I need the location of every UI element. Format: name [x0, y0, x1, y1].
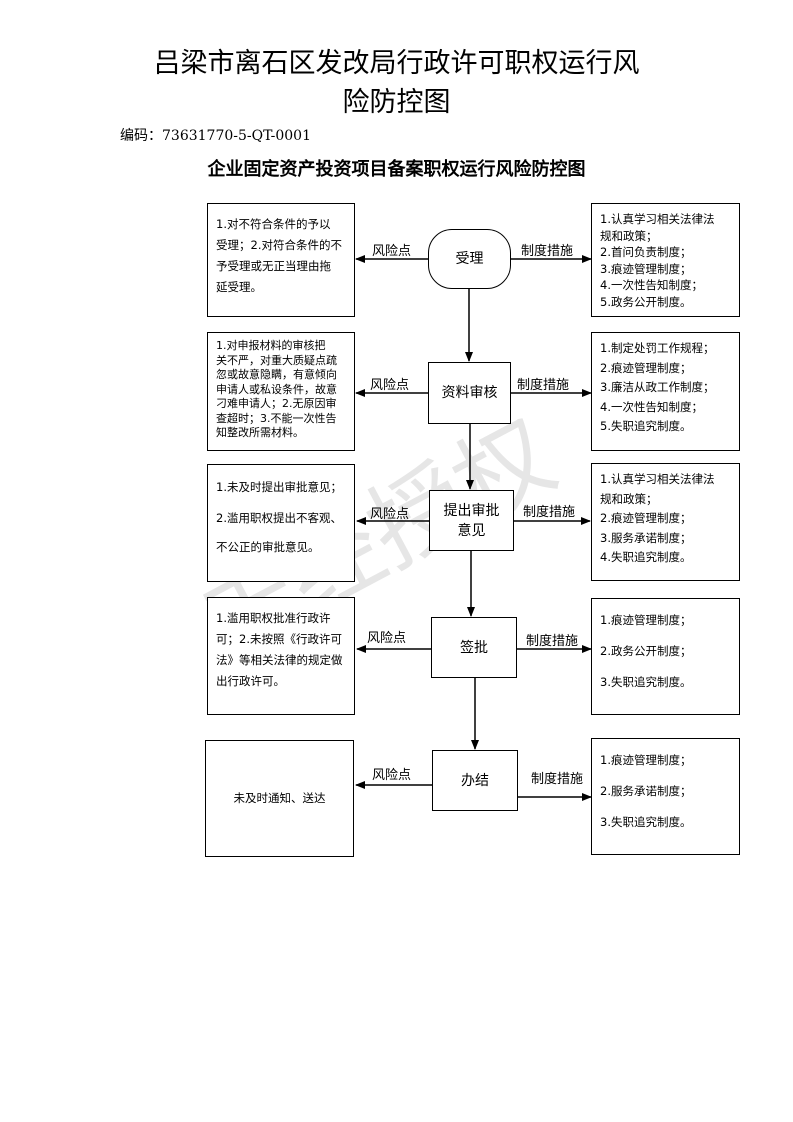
measure-label-5: 制度措施 — [531, 772, 584, 787]
risk-label-5: 风险点 — [372, 768, 412, 783]
page-title-line1: 吕梁市离石区发改局行政许可职权运行风 — [153, 48, 640, 79]
risk-box-4: 1.滥用职权批准行政许可；2.未按照《行政许可法》等相关法律的规定做出行政许可。 — [207, 597, 355, 715]
measure-box-5: 1.痕迹管理制度；2.服务承诺制度；3.失职追究制度。 — [591, 738, 740, 855]
measure-box-1: 1.认真学习相关法律法规和政策；2.首问负责制度；3.痕迹管理制度；4.一次性告… — [591, 203, 740, 317]
measure-box-3: 1.认真学习相关法律法规和政策；2.痕迹管理制度；3.服务承诺制度；4.失职追究… — [591, 463, 740, 581]
measure-box-4: 1.痕迹管理制度；2.政务公开制度；3.失职追究制度。 — [591, 598, 740, 715]
risk-box-5: 未及时通知、送达 — [205, 740, 354, 857]
step-complete: 办结 — [432, 750, 518, 811]
risk-label-3: 风险点 — [370, 507, 410, 522]
step-approve: 签批 — [431, 617, 517, 678]
risk-box-2: 1.对申报材料的审核把关不严，对重大质疑点疏忽或故意隐瞒，有意倾向申请人或私设条… — [207, 332, 355, 451]
measure-label-1: 制度措施 — [521, 244, 574, 259]
measure-label-2: 制度措施 — [517, 378, 570, 393]
step-review: 资料审核 — [428, 362, 511, 424]
document-code: 编码：73631770-5-QT-0001 — [120, 128, 311, 144]
measure-label-4: 制度措施 — [526, 634, 579, 649]
measure-label-3: 制度措施 — [523, 505, 576, 520]
measure-box-2: 1.制定处罚工作规程；2.痕迹管理制度；3.廉洁从政工作制度；4.一次性告知制度… — [591, 332, 740, 451]
risk-label-1: 风险点 — [372, 244, 412, 259]
risk-box-3: 1.未及时提出审批意见；2.滥用职权提出不客观、不公正的审批意见。 — [207, 464, 355, 582]
risk-label-2: 风险点 — [370, 378, 410, 393]
step-accept: 受理 — [428, 229, 511, 289]
risk-box-1: 1.对不符合条件的予以受理；2.对符合条件的不予受理或无正当理由拖延受理。 — [207, 203, 355, 317]
diagram-title: 企业固定资产投资项目备案职权运行风险防控图 — [207, 159, 586, 180]
step-opinion: 提出审批意见 — [429, 490, 514, 551]
page-title-line2: 险防控图 — [342, 87, 451, 118]
risk-label-4: 风险点 — [367, 631, 407, 646]
